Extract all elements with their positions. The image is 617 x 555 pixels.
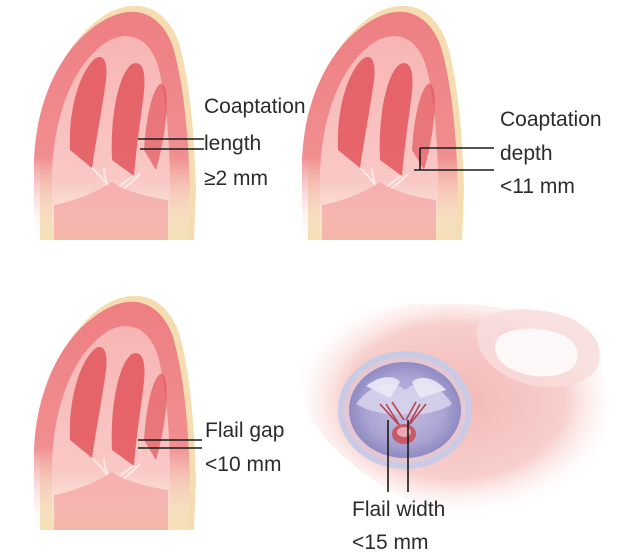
panel-coaptation-depth: Coaptation depth <11 mm xyxy=(302,6,608,245)
panel-flail-width: Flail width <15 mm xyxy=(300,303,609,554)
flail-gap-label: Flail gap <10 mm xyxy=(205,419,290,476)
coaptation-length-label: Coaptation length ≥2 mm xyxy=(204,95,311,190)
panel-flail-gap: Flail gap <10 mm xyxy=(34,296,290,535)
coaptation-depth-label: Coaptation depth <11 mm xyxy=(500,108,607,198)
panel-coaptation-length: Coaptation length ≥2 mm xyxy=(34,6,312,245)
flail-width-label: Flail width <15 mm xyxy=(352,498,451,554)
